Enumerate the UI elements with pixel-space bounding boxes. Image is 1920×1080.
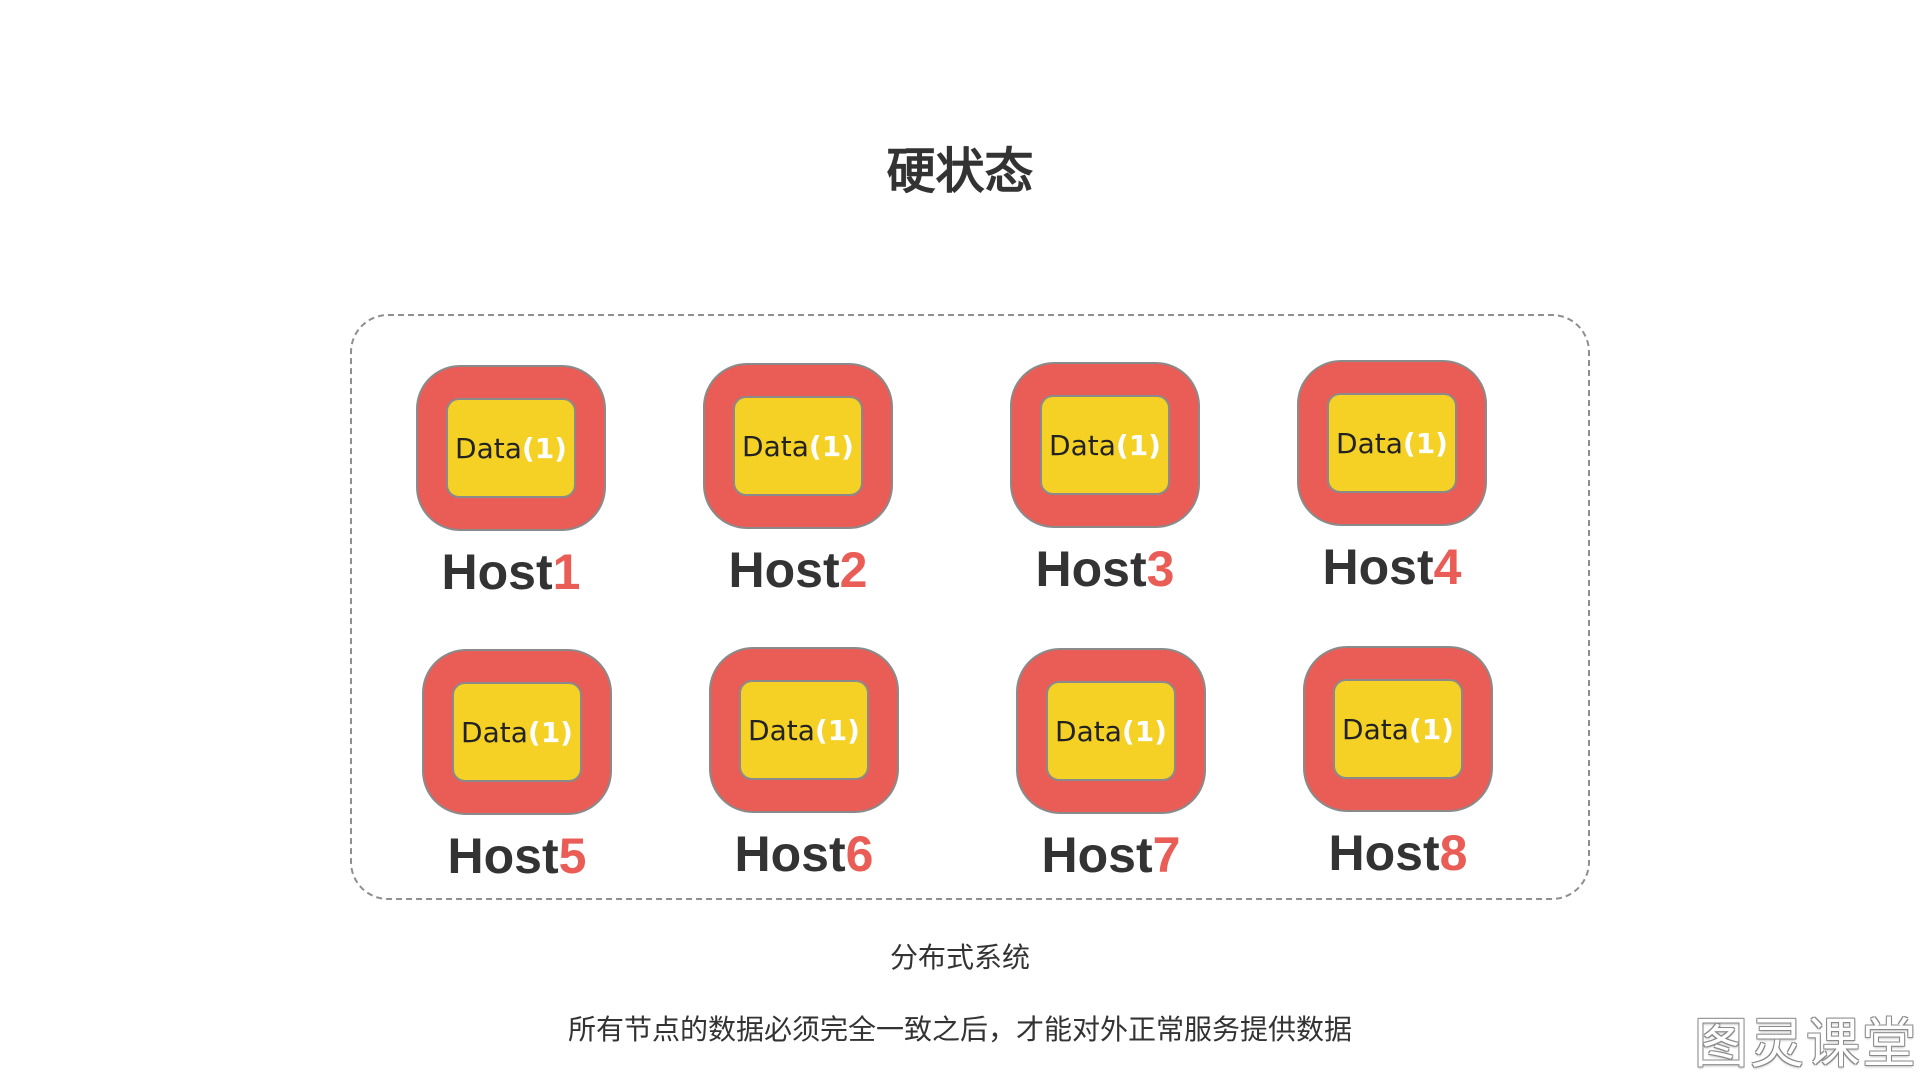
host-label: Host3	[990, 540, 1220, 598]
host-number: 1	[552, 544, 581, 600]
host-label-text: Host	[447, 828, 559, 884]
host-label: Host7	[996, 826, 1226, 884]
host-node-frame: Data(1)	[709, 647, 899, 813]
data-block: Data(1)	[452, 682, 582, 782]
data-block: Data(1)	[1046, 681, 1176, 781]
host-node-frame: Data(1)	[703, 363, 893, 529]
data-index: (1)	[521, 431, 567, 465]
data-block: Data(1)	[1333, 679, 1463, 779]
data-block: Data(1)	[1327, 393, 1457, 493]
host-number: 4	[1433, 539, 1462, 595]
host-label-text: Host	[441, 544, 553, 600]
watermark-logo: 图灵课堂	[1694, 1012, 1918, 1075]
host-number: 3	[1146, 541, 1175, 597]
host-label-text: Host	[1328, 825, 1440, 881]
host-node-frame: Data(1)	[1010, 362, 1200, 528]
data-block: Data(1)	[446, 398, 576, 498]
data-label: Data	[1049, 428, 1116, 462]
host-node-4: Data(1) Host4	[1297, 360, 1487, 600]
data-label: Data	[461, 715, 528, 749]
host-node-1: Data(1) Host1	[416, 365, 606, 605]
host-label: Host2	[683, 541, 913, 599]
host-node-7: Data(1) Host7	[1016, 648, 1206, 888]
host-node-2: Data(1) Host2	[703, 363, 893, 603]
host-label-text: Host	[728, 542, 840, 598]
host-label: Host1	[396, 543, 626, 601]
data-index: (1)	[1408, 712, 1454, 746]
host-node-frame: Data(1)	[1303, 646, 1493, 812]
host-node-3: Data(1) Host3	[1010, 362, 1200, 602]
host-label: Host4	[1277, 538, 1507, 596]
data-label: Data	[1055, 714, 1122, 748]
host-number: 7	[1152, 827, 1181, 883]
page-title: 硬状态	[886, 143, 1034, 200]
host-label-text: Host	[1035, 541, 1147, 597]
description-text: 所有节点的数据必须完全一致之后，才能对外正常服务提供数据	[567, 1013, 1352, 1046]
cluster-caption: 分布式系统	[889, 941, 1030, 974]
data-index: (1)	[527, 715, 573, 749]
host-label-text: Host	[734, 826, 846, 882]
host-node-frame: Data(1)	[416, 365, 606, 531]
host-label-text: Host	[1322, 539, 1434, 595]
distributed-system-boundary: Data(1) Host1 Data(1) Host2 Data(1) Host…	[350, 314, 1590, 900]
data-label: Data	[1342, 712, 1409, 746]
data-label: Data	[748, 713, 815, 747]
host-label: Host8	[1283, 824, 1513, 882]
host-node-8: Data(1) Host8	[1303, 646, 1493, 886]
data-label: Data	[742, 429, 809, 463]
host-label-text: Host	[1041, 827, 1153, 883]
host-number: 6	[845, 826, 874, 882]
data-label: Data	[455, 431, 522, 465]
host-number: 8	[1439, 825, 1468, 881]
host-node-6: Data(1) Host6	[709, 647, 899, 887]
data-index: (1)	[1121, 714, 1167, 748]
data-index: (1)	[1115, 428, 1161, 462]
data-index: (1)	[1402, 426, 1448, 460]
host-node-frame: Data(1)	[1297, 360, 1487, 526]
host-label: Host6	[689, 825, 919, 883]
data-block: Data(1)	[733, 396, 863, 496]
host-number: 5	[558, 828, 587, 884]
data-label: Data	[1336, 426, 1403, 460]
data-index: (1)	[814, 713, 860, 747]
host-label: Host5	[402, 827, 632, 885]
host-number: 2	[839, 542, 868, 598]
data-index: (1)	[808, 429, 854, 463]
host-node-frame: Data(1)	[422, 649, 612, 815]
host-node-5: Data(1) Host5	[422, 649, 612, 889]
data-block: Data(1)	[739, 680, 869, 780]
data-block: Data(1)	[1040, 395, 1170, 495]
host-node-frame: Data(1)	[1016, 648, 1206, 814]
